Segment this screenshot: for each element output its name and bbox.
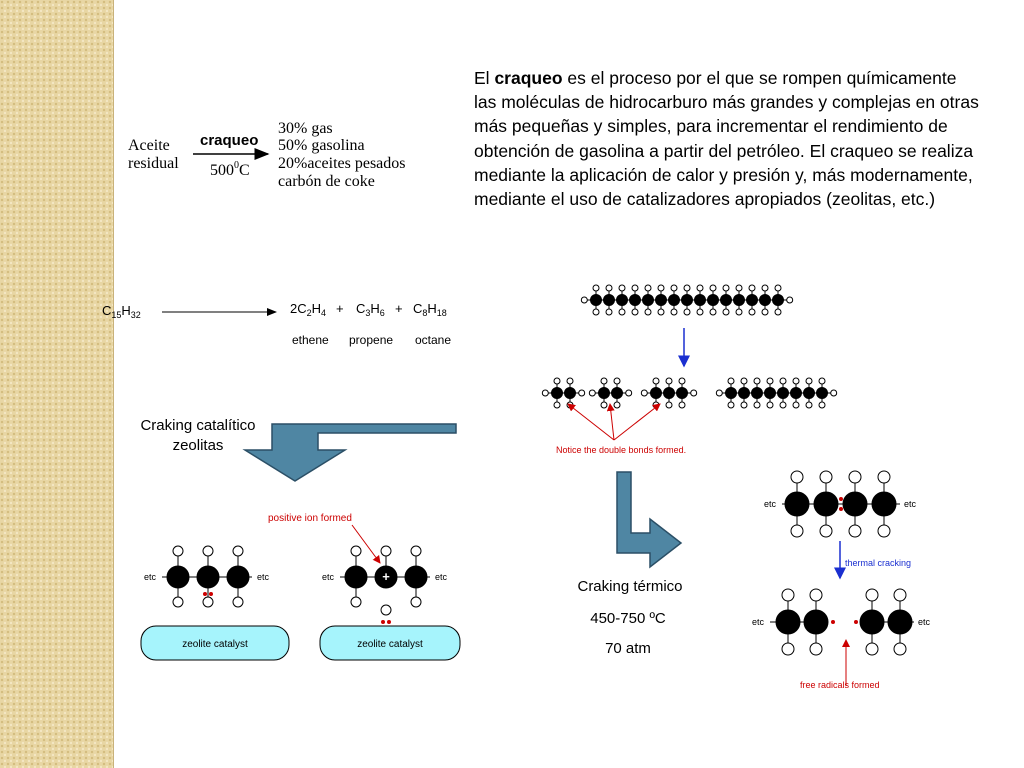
zeolite-label-1: zeolite catalyst (182, 639, 248, 650)
name-ethene: ethene (292, 333, 329, 347)
cracking-scheme: Aceite residual craqueo 5000C 30% gas 50… (128, 120, 406, 190)
catalytic-title-line2: zeolitas (173, 437, 224, 454)
decorative-side-strip (0, 0, 114, 768)
product-3: 20%aceites pesados (278, 155, 406, 172)
etc-thermal-1: etc (764, 499, 777, 509)
plus-sign-1: + (336, 301, 344, 316)
catalytic-molecule-left (162, 545, 252, 608)
thermal-temperature: 450-750 ºC (590, 610, 666, 627)
product-2: 50% gasolina (278, 137, 365, 154)
double-bond-annotation: Notice the double bonds formed. (556, 445, 686, 455)
product-propene-formula: C3H6 (356, 301, 385, 318)
feed-line2: residual (128, 155, 179, 172)
zeolite-catalyst-1 (140, 625, 290, 661)
product-ethene-formula: 2C2H4 (290, 301, 326, 318)
zeolite-label-2: zeolite catalyst (357, 639, 423, 650)
positive-ion-pointer (351, 524, 381, 564)
name-propene: propene (349, 333, 393, 347)
thermal-flow-arrow (616, 471, 683, 569)
cracked-fragments (541, 377, 838, 409)
free-radical-annotation: free radicals formed (800, 680, 880, 690)
name-octane: octane (415, 333, 451, 347)
catalytic-title-line1: Craking catalítico (140, 417, 255, 434)
etc-right-1: etc (257, 572, 270, 582)
feed-line1: Aceite (128, 137, 170, 154)
thermal-molecule-before (782, 470, 900, 538)
zeolite-catalyst-2 (319, 625, 461, 661)
keyword-craqueo: craqueo (494, 68, 563, 88)
etc-left-2: etc (322, 572, 335, 582)
catalytic-molecule-right (340, 545, 430, 624)
description-paragraph: El craqueo es el proceso por el que se r… (474, 68, 979, 210)
scheme-arrow-label: craqueo (200, 132, 258, 149)
etc-thermal-3: etc (752, 617, 765, 627)
reaction-equation: C15H32 2C2H4 + C3H6 + C8H18 ethene prope… (102, 301, 451, 347)
thermal-title: Craking térmico (577, 578, 682, 595)
thermal-cracking-label: thermal cracking (845, 558, 911, 568)
plus-sign-2: + (395, 301, 403, 316)
thermal-pressure: 70 atm (605, 640, 651, 657)
etc-thermal-2: etc (904, 499, 917, 509)
etc-left-1: etc (144, 572, 157, 582)
scheme-temperature: 5000C (210, 160, 250, 179)
product-1: 30% gas (278, 120, 333, 137)
product-octane-formula: C8H18 (413, 301, 447, 318)
double-bond-pointers (567, 403, 661, 441)
etc-thermal-4: etc (918, 617, 931, 627)
long-hydrocarbon-chain (580, 284, 794, 316)
positive-ion-annotation: positive ion formed (268, 513, 352, 524)
thermal-molecule-after (770, 588, 914, 656)
positive-charge: + (382, 569, 390, 584)
catalytic-flow-arrow (242, 423, 457, 482)
reactant-formula: C15H32 (102, 303, 141, 320)
etc-right-2: etc (435, 572, 448, 582)
product-4: carbón de coke (278, 173, 375, 190)
